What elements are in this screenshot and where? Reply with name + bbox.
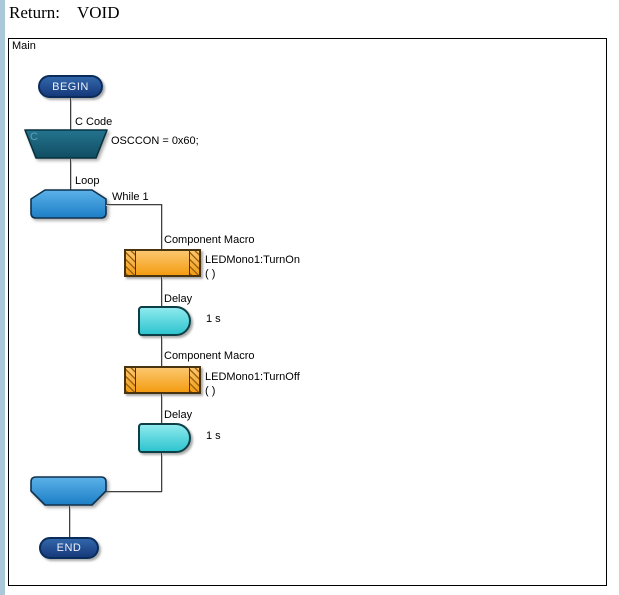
- delay1-value: 1 s: [206, 313, 221, 325]
- macro2-type-label: Component Macro: [164, 350, 255, 362]
- loop-type-label: Loop: [75, 175, 100, 187]
- macro2-hatch-right: [189, 368, 199, 392]
- connector-macro2-delay2: [161, 394, 162, 424]
- left-edge-strip: [0, 0, 5, 595]
- ccode-type-label: C Code: [75, 116, 113, 128]
- macro1-hatch-left: [126, 251, 136, 275]
- return-type-label: Return:: [9, 3, 60, 22]
- connector-begin-ccode: [70, 98, 71, 131]
- macro1-hatch-right: [189, 251, 199, 275]
- macro2-hatch-left: [126, 368, 136, 392]
- connector-loop-macro1: [161, 204, 162, 249]
- connector-delay1-macro2: [161, 336, 162, 367]
- delay2-node[interactable]: [138, 423, 191, 453]
- loop-condition-label: While 1: [112, 191, 149, 203]
- connector-macro1-delay1: [161, 277, 162, 307]
- connector-ccode-loop: [70, 159, 71, 190]
- return-type-value: VOID: [77, 3, 120, 22]
- macro1-node[interactable]: [124, 249, 201, 277]
- connector-delay2-down: [161, 453, 162, 492]
- macro1-type-label: Component Macro: [164, 234, 255, 246]
- loop-end-node[interactable]: [30, 476, 107, 506]
- panel-title: Main: [12, 40, 36, 52]
- ccode-code-text: OSCCON = 0x60;: [111, 135, 199, 147]
- ccode-node[interactable]: [24, 129, 108, 159]
- connector-loopend-end: [69, 506, 70, 538]
- macro2-node[interactable]: [124, 366, 201, 394]
- macro2-args: ( ): [205, 385, 216, 397]
- macro2-name: LEDMono1:TurnOff: [205, 371, 300, 383]
- ccode-c-badge: C: [30, 131, 38, 143]
- delay1-type-label: Delay: [164, 293, 193, 305]
- loop-start-node[interactable]: [30, 189, 107, 219]
- end-node-label: END: [56, 542, 82, 554]
- delay2-value: 1 s: [206, 430, 221, 442]
- end-node[interactable]: END: [39, 537, 99, 559]
- begin-node[interactable]: BEGIN: [38, 75, 103, 98]
- connector-loop-branch-h: [106, 204, 161, 205]
- main-flowchart-panel: Main BEGIN C Code C OSCCON = 0x60; Loop: [8, 38, 607, 586]
- macro1-args: ( ): [205, 268, 216, 280]
- delay2-type-label: Delay: [164, 409, 193, 421]
- delay1-node[interactable]: [138, 306, 191, 336]
- macro1-name: LEDMono1:TurnOn: [205, 254, 300, 266]
- connector-return-h: [106, 491, 162, 492]
- begin-node-label: BEGIN: [52, 80, 89, 93]
